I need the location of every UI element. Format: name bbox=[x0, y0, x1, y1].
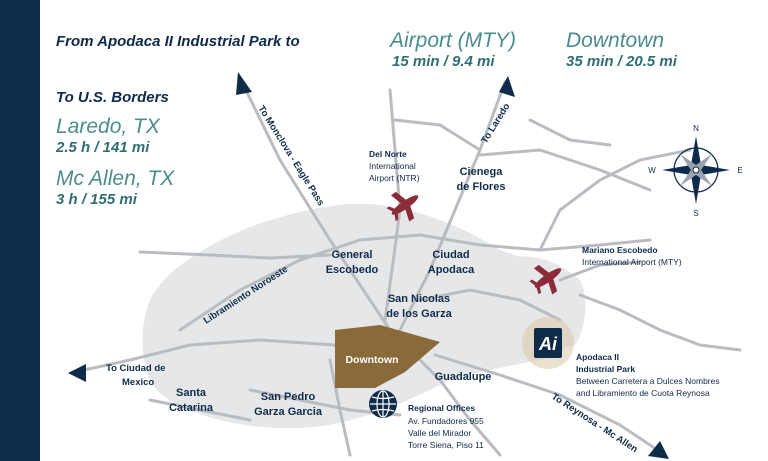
urban-area bbox=[142, 203, 581, 429]
park-desc-2: and Libramiento de Cuota Reynosa bbox=[576, 388, 710, 398]
place-sannicolas-2: de los Garza bbox=[386, 308, 452, 320]
airport-mty-title: Mariano Escobedo bbox=[582, 245, 658, 255]
offices-line-2: Valle del Mirador bbox=[408, 428, 471, 438]
airport-ntr-title: Del Norte bbox=[369, 149, 407, 159]
road-label-monclova: To Monclova - Eagle Pass bbox=[255, 104, 326, 208]
arrow-monclova bbox=[236, 72, 252, 95]
place-apodaca-2: Apodaca bbox=[428, 264, 475, 276]
compass-rose bbox=[662, 136, 730, 204]
place-sanpedro-2: Garza Garcia bbox=[254, 406, 323, 418]
downtown-area bbox=[335, 325, 440, 388]
compass-s: S bbox=[693, 209, 698, 218]
road-label-mexico-2: Mexico bbox=[122, 377, 154, 388]
dest-airport-time: 15 min / 9.4 mi bbox=[392, 53, 495, 70]
compass-e: E bbox=[737, 166, 742, 175]
place-santacatarina-2: Catarina bbox=[169, 402, 214, 414]
place-cienega-1: Cienega bbox=[460, 166, 504, 178]
road-arrows bbox=[68, 72, 669, 459]
place-sanpedro-1: San Pedro bbox=[261, 391, 316, 403]
place-sannicolas-1: San Nicolas bbox=[388, 293, 450, 305]
place-santacatarina-1: Santa bbox=[176, 387, 207, 399]
road-network bbox=[73, 76, 742, 457]
road-label-reynosa: To Reynosa - Mc Allen bbox=[549, 391, 639, 455]
place-escobedo-2: Escobedo bbox=[326, 264, 379, 276]
park-title-2: Industrial Park bbox=[576, 364, 635, 374]
dest-downtown-time: 35 min / 20.5 mi bbox=[566, 53, 677, 70]
dest-downtown-name: Downtown bbox=[566, 29, 665, 52]
arrow-laredo bbox=[499, 76, 515, 97]
offices-title: Regional Offices bbox=[408, 403, 475, 413]
airplane-icon-ntr bbox=[386, 191, 419, 222]
airport-ntr-line-2: Airport (NTR) bbox=[369, 173, 420, 183]
place-guadalupe: Guadalupe bbox=[435, 371, 492, 383]
park-logo-text: Ai bbox=[538, 334, 558, 354]
place-apodaca-1: Ciudad bbox=[432, 249, 469, 261]
arrow-reynosa bbox=[648, 441, 669, 459]
park-logo: Ai bbox=[522, 317, 574, 369]
place-downtown: Downtown bbox=[345, 354, 398, 366]
park-desc-1: Between Carretera a Dulces Nombres bbox=[576, 376, 720, 386]
globe-icon bbox=[369, 390, 397, 418]
compass-n: N bbox=[693, 124, 699, 133]
offices-line-3: Torre Siena, Piso 11 bbox=[408, 440, 484, 450]
borders-title: To U.S. Borders bbox=[56, 89, 169, 106]
place-escobedo-1: General bbox=[332, 249, 373, 261]
border-laredo-name: Laredo, TX bbox=[56, 115, 160, 138]
border-laredo-time: 2.5 h / 141 mi bbox=[56, 139, 150, 156]
airplane-icon-mty bbox=[529, 264, 562, 295]
from-title: From Apodaca II Industrial Park to bbox=[56, 33, 300, 50]
road-label-mexico-1: To Ciudad de bbox=[106, 363, 165, 374]
border-mcallen-time: 3 h / 155 mi bbox=[56, 191, 137, 208]
border-mcallen-name: Mc Allen, TX bbox=[56, 167, 175, 190]
offices-line-1: Av. Fundadores 955 bbox=[408, 416, 484, 426]
airport-ntr-line-1: International bbox=[369, 161, 416, 171]
dest-airport-name: Airport (MTY) bbox=[390, 29, 516, 52]
place-cienega-2: de Flores bbox=[457, 181, 506, 193]
arrow-mexico bbox=[68, 364, 86, 382]
compass-w: W bbox=[648, 166, 656, 175]
sidebar-band bbox=[0, 0, 40, 461]
park-title-1: Apodaca II bbox=[576, 352, 619, 362]
airport-mty-line: International Airport (MTY) bbox=[582, 257, 682, 267]
